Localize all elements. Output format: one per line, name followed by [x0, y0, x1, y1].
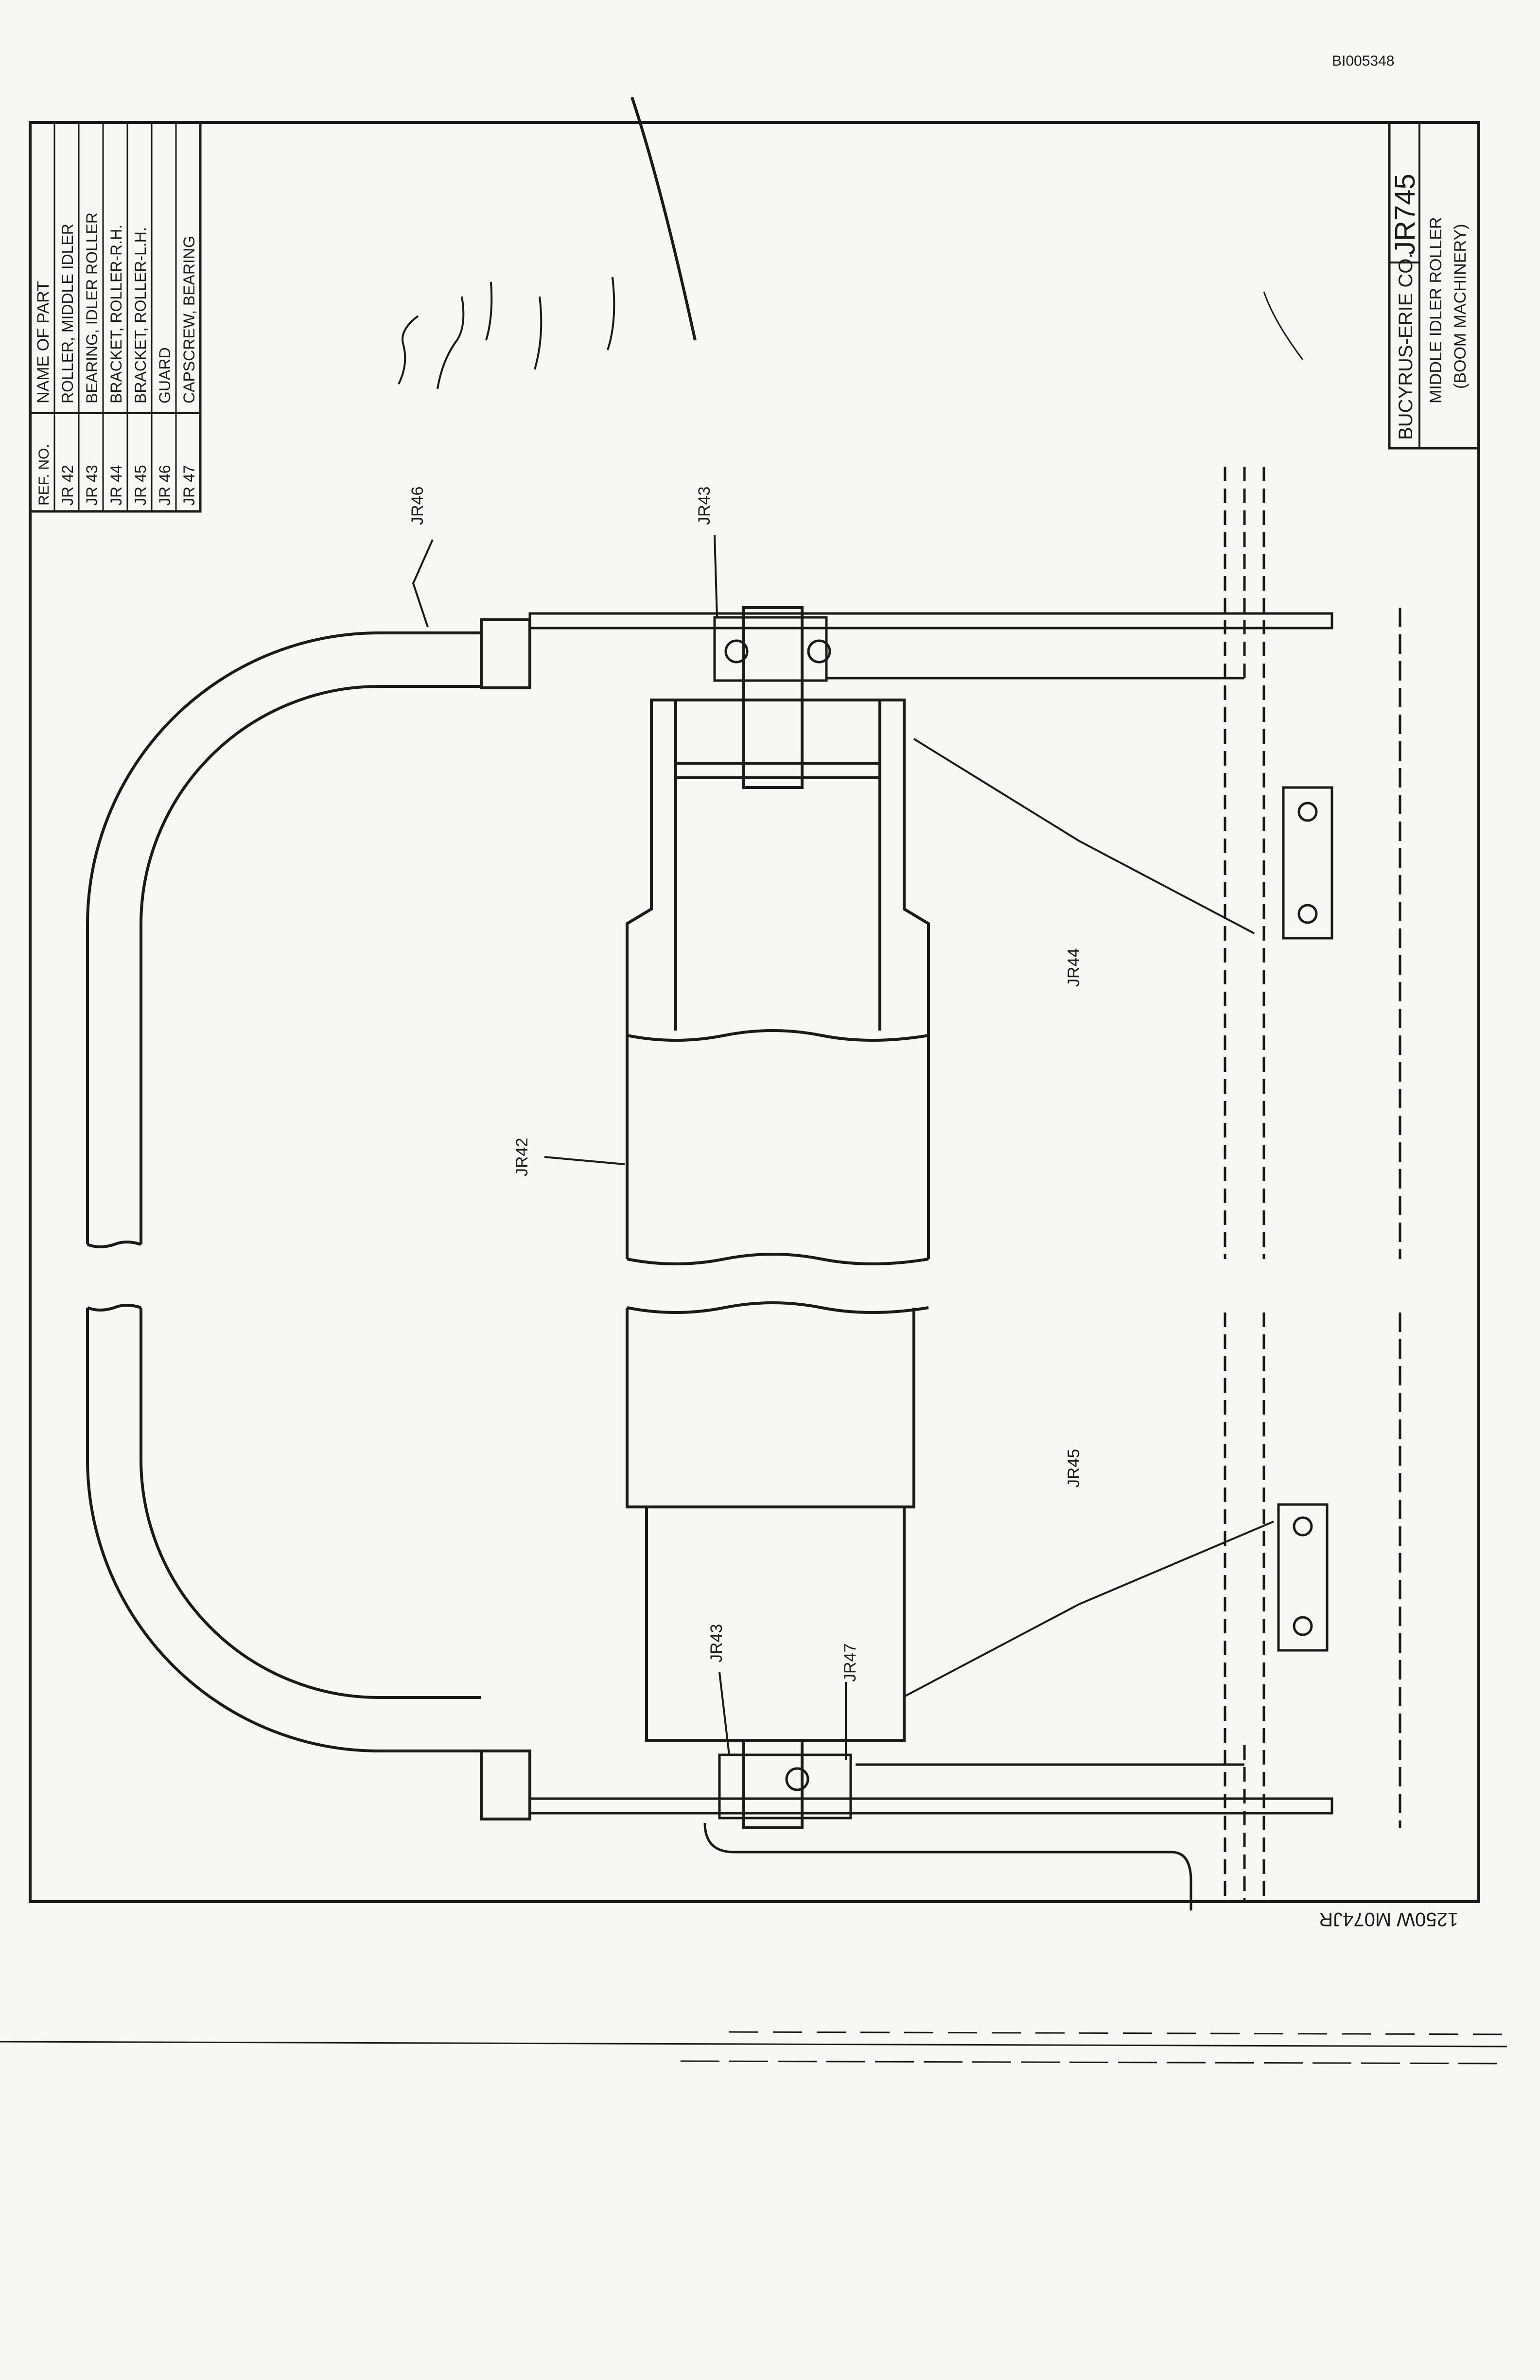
table-row-name: BEARING, IDLER ROLLER [83, 212, 101, 403]
roller [626, 606, 930, 1829]
guard [86, 618, 531, 1820]
bracket-rh [528, 467, 1401, 1259]
drawing-frame [29, 121, 1480, 1903]
table-header-ref: REF. NO. [36, 444, 52, 506]
bottom-code: 1250W M074JR [1319, 1908, 1458, 1930]
callout-jr45: JR45 [1065, 1449, 1083, 1488]
callout-jr43-bottom: JR43 [707, 1624, 726, 1662]
table-row-ref: JR 46 [156, 465, 174, 506]
table-row-name: BRACKET, ROLLER-L.H. [132, 227, 149, 403]
table-row-ref: JR 47 [180, 465, 198, 506]
company-name: BUCYRUS-ERIE CO. [1395, 253, 1417, 440]
table-row-name: GUARD [156, 347, 174, 403]
callout-jr43-top: JR43 [695, 487, 714, 525]
callout-jr47: JR47 [841, 1644, 859, 1682]
callout-jr46: JR46 [408, 487, 427, 525]
table-row-name: ROLLER, MIDDLE IDLER [59, 224, 76, 403]
bearing-bottom [718, 1753, 852, 1820]
table-row-name: CAPSCREW, BEARING [180, 236, 198, 403]
table-row-ref: JR 45 [132, 465, 149, 506]
drawing-number: JR745 [1389, 174, 1421, 255]
callout-jr42: JR42 [513, 1138, 531, 1176]
table-row-ref: JR 43 [83, 465, 101, 506]
handwritten-notes [398, 97, 1304, 389]
title-block: BUCYRUS-ERIE CO. JR745 MIDDLE IDLER ROLL… [1388, 121, 1480, 450]
bracket-lh [528, 1312, 1401, 1910]
callout-jr44: JR44 [1065, 948, 1083, 987]
doc-id: BI005348 [1332, 53, 1394, 69]
bearing-top [713, 616, 831, 682]
table-header-name: NAME OF PART [34, 281, 52, 403]
table-row-ref: JR 44 [107, 465, 125, 506]
drawing-title: MIDDLE IDLER ROLLER [1427, 217, 1445, 403]
table-row-name: BRACKET, ROLLER-R.H. [107, 225, 125, 403]
leader-lines [412, 534, 1274, 1760]
parts-table: REF. NO. NAME OF PART JR 42 ROLLER, MIDD… [29, 121, 202, 513]
scan-artifacts [0, 2031, 1507, 2065]
drawing-subtitle: (BOOM MACHINERY) [1451, 224, 1470, 389]
table-row-ref: JR 42 [59, 465, 76, 506]
